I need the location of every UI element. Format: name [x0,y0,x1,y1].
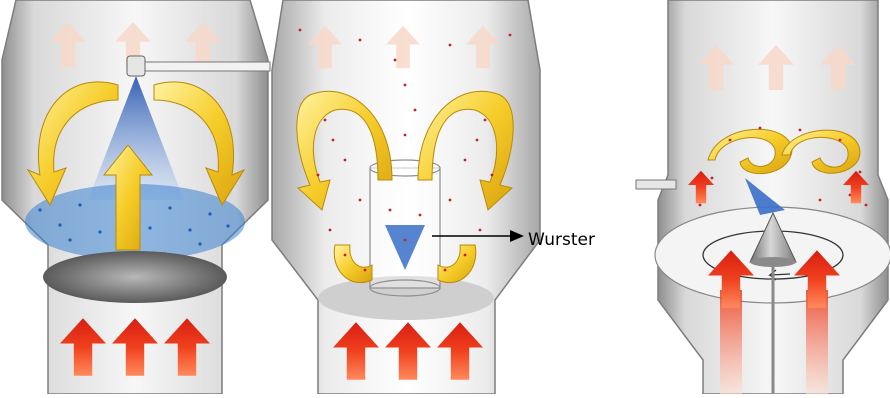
side-spray-pipe [636,180,676,189]
exhaust-arrows [698,45,856,90]
hot-air-arrows [60,318,210,376]
panel-top-spray [2,0,270,394]
powder-bed [43,251,227,303]
panel-tangential-spray [636,0,890,394]
panel-bottom-spray [272,0,540,394]
hot-air-arrows [333,322,483,380]
wurster-label: Wurster [528,230,595,250]
